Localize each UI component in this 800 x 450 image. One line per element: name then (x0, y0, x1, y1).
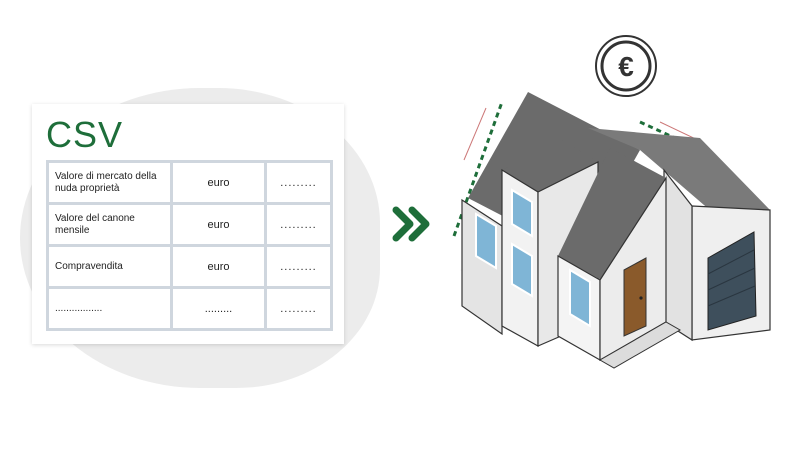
table-cell: Compravendita (46, 244, 173, 289)
table-cell: ................. (46, 286, 173, 331)
table-cell: ......... (264, 160, 333, 205)
double-chevron-right-icon (392, 206, 430, 242)
table-cell: ......... (264, 244, 333, 289)
table-cell: Valore del canone mensile (46, 202, 173, 247)
table-cell: Valore di mercato della nuda proprietà (46, 160, 173, 205)
table-cell: euro (170, 244, 267, 289)
table-cell: ......... (264, 202, 333, 247)
table-cell: ......... (264, 286, 333, 331)
euro-icon: € (618, 51, 634, 82)
euro-badge: € (595, 35, 657, 97)
house-illustration: € (452, 35, 771, 369)
csv-card: CSV Valore di mercato della nuda proprie… (32, 104, 344, 344)
table-cell: euro (170, 202, 267, 247)
table-cell: ......... (170, 286, 267, 331)
table-cell: euro (170, 160, 267, 205)
csv-title: CSV (46, 114, 124, 155)
table-row: ................................... (46, 286, 333, 331)
